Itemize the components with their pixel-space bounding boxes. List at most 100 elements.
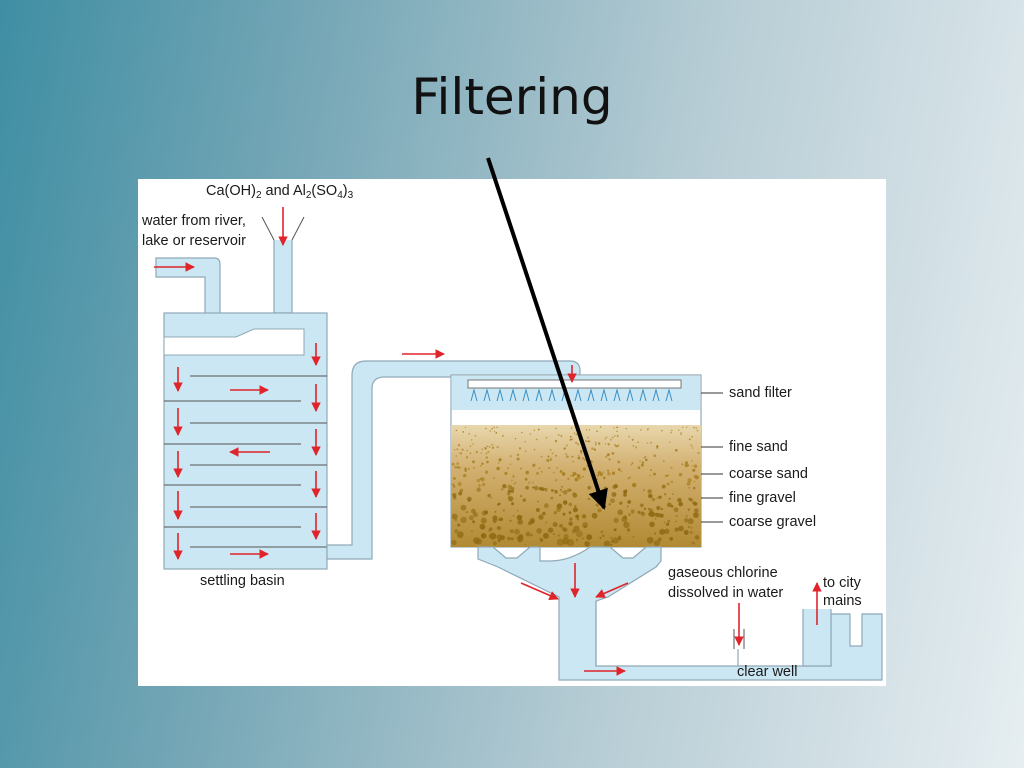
grain [641, 461, 645, 464]
grain [630, 464, 633, 466]
grain [690, 444, 693, 447]
grain [456, 466, 459, 468]
grain [482, 482, 486, 487]
grain [516, 453, 520, 457]
flow-arrow [595, 582, 629, 598]
grain [581, 537, 584, 540]
grain [587, 485, 592, 490]
grain [649, 521, 655, 528]
grain [470, 439, 473, 441]
grain [502, 435, 504, 437]
grain [691, 435, 694, 438]
grain [455, 455, 458, 457]
city-label-line1: to city [823, 575, 861, 591]
grain [692, 501, 696, 505]
grain [470, 508, 476, 514]
grain [471, 530, 473, 532]
grain [607, 469, 610, 472]
grain [615, 445, 618, 448]
grain [651, 497, 656, 502]
city-mains-pipe [802, 609, 832, 667]
chlorine-label-line1: gaseous chlorine [668, 565, 778, 581]
grain [510, 489, 515, 493]
grain [572, 507, 578, 513]
grain [648, 508, 654, 513]
grain [555, 427, 557, 430]
grain [525, 531, 531, 537]
grain [533, 448, 536, 451]
grain [544, 487, 548, 492]
grain [599, 536, 602, 540]
grain [497, 539, 501, 543]
grain [562, 490, 568, 495]
grain [683, 518, 689, 523]
grain [569, 475, 572, 477]
grain [653, 454, 657, 458]
grain [602, 471, 604, 474]
grain [546, 459, 550, 462]
grain [579, 449, 583, 453]
spray-nozzle [613, 388, 621, 402]
grain [619, 501, 623, 505]
chemicals-label: Ca(OH)2 and Al2(SO4)3 [206, 183, 354, 201]
grain [602, 476, 606, 480]
grain [571, 474, 575, 477]
grain [511, 502, 515, 506]
grain [664, 528, 670, 535]
grain [605, 436, 608, 439]
grain [524, 440, 526, 443]
grain [680, 432, 682, 434]
grain [569, 489, 572, 492]
grain [663, 521, 666, 524]
grain [626, 528, 631, 532]
grain [594, 441, 597, 444]
grain [502, 509, 505, 512]
grain [559, 488, 562, 491]
grain [485, 452, 488, 455]
grain [607, 443, 610, 446]
grain [481, 462, 484, 465]
grain [451, 462, 455, 466]
settling-baffles [164, 375, 327, 548]
grain [529, 433, 532, 435]
grain [556, 538, 565, 546]
grain [516, 514, 523, 521]
grain [667, 474, 669, 477]
grain [691, 465, 693, 467]
grain [545, 436, 548, 439]
grain [561, 491, 563, 493]
spray-nozzle [652, 388, 660, 402]
coarse-gravel-label: coarse gravel [729, 514, 817, 530]
grain [694, 535, 700, 540]
grain [663, 460, 665, 463]
grain [561, 485, 563, 488]
grain [540, 471, 543, 473]
grain [565, 444, 568, 447]
grain [691, 459, 693, 462]
grain [549, 448, 552, 451]
fine-gravel-label: fine gravel [729, 490, 796, 506]
grain [647, 507, 650, 510]
grain [492, 477, 495, 480]
grain [509, 519, 512, 522]
grain [610, 543, 613, 547]
grain [596, 478, 598, 480]
grain [604, 443, 607, 445]
grain [648, 512, 652, 517]
grain [464, 426, 467, 428]
grain [645, 458, 648, 462]
grain [637, 510, 641, 514]
grain [693, 464, 698, 468]
grain [646, 442, 649, 444]
grain [465, 456, 469, 459]
grain [667, 519, 671, 523]
clear-well-wall [595, 601, 739, 666]
grain [687, 525, 690, 528]
grain [476, 487, 481, 492]
grain [475, 450, 479, 454]
grain [675, 449, 678, 452]
grain [610, 498, 615, 504]
grain [497, 502, 501, 506]
grain [456, 448, 459, 451]
grain [573, 472, 577, 476]
